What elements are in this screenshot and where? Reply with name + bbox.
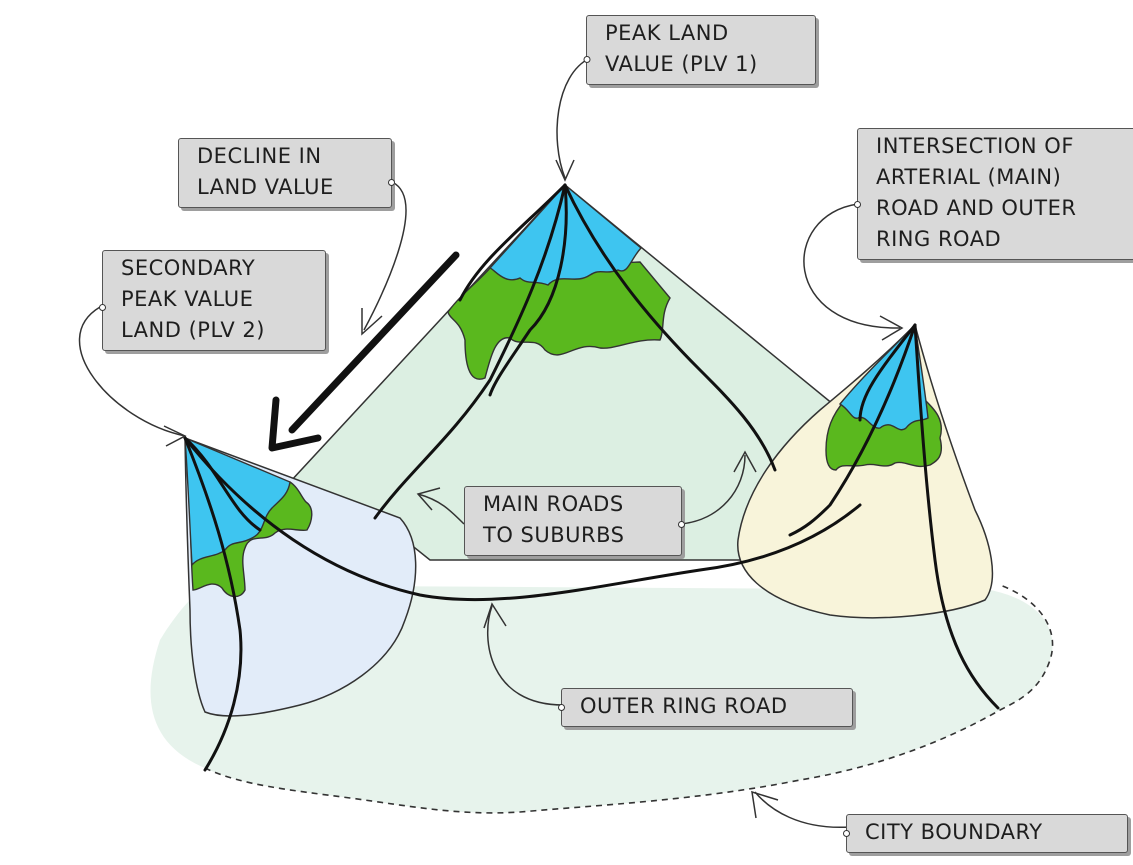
label-plv1-dot (583, 56, 591, 63)
road-plv1-centre (488, 183, 568, 397)
leader-plv2 (78, 306, 186, 437)
road-plv1-far-left (458, 183, 567, 302)
leader-mainroads-right-head (733, 450, 757, 473)
label-ring-road-dot (558, 704, 565, 711)
leader-intersection-head (879, 315, 904, 341)
label-main-roads: MAIN ROADS TO SUBURBS (464, 486, 685, 556)
road-plv1-right (563, 183, 777, 472)
label-plv1: PEAK LAND VALUE (PLV 1) (583, 15, 816, 85)
road-plv2-left (183, 436, 243, 772)
label-intersection-line-2: ARTERIAL (MAIN) (876, 165, 1062, 189)
leader-lines (78, 57, 904, 829)
leader-plv1 (556, 57, 591, 179)
leader-plv1-head (555, 159, 575, 182)
main-peak-green-band (447, 261, 671, 380)
leader-plv2-head (163, 425, 187, 447)
label-boundary: CITY BOUNDARY (843, 814, 1128, 853)
label-intersection: INTERSECTION OF ARTERIAL (MAIN) ROAD AND… (854, 128, 1133, 260)
leader-ringroad (486, 605, 564, 706)
label-intersection-line-3: ROAD AND OUTER (876, 196, 1077, 220)
leader-boundary (754, 791, 851, 829)
roads (183, 183, 1000, 772)
right-cone (737, 323, 994, 619)
leader-decline-head (361, 308, 383, 336)
road-right-mid (788, 323, 917, 537)
label-plv2-line-1: SECONDARY (121, 256, 256, 280)
road-plv1-left (373, 183, 567, 520)
label-intersection-dot (854, 201, 861, 208)
decline-arrowhead (268, 396, 322, 452)
label-plv1-line-2: VALUE (PLV 1) (605, 52, 758, 76)
label-main-roads-dot (678, 521, 685, 528)
road-right-left (858, 323, 917, 422)
label-decline-line-2: LAND VALUE (197, 175, 334, 199)
leader-mainroads-right (680, 454, 746, 525)
label-plv2-line-3: LAND (PLV 2) (121, 318, 265, 342)
label-boundary-line-1: CITY BOUNDARY (865, 820, 1043, 844)
decline-arrow (288, 251, 460, 434)
label-intersection-line-1: INTERSECTION OF (876, 134, 1074, 158)
city-boundary-line (204, 584, 1054, 814)
label-main-roads-line-2: TO SUBURBS (483, 523, 625, 547)
leader-intersection (803, 203, 901, 329)
leader-mainroads-left (417, 493, 465, 525)
label-plv2-dot (99, 304, 106, 311)
label-decline: DECLINE IN LAND VALUE (178, 138, 395, 208)
label-main-roads-line-1: MAIN ROADS (483, 492, 624, 516)
leader-boundary-head (751, 790, 779, 819)
label-decline-dot (388, 179, 395, 186)
road-right-down (913, 323, 1000, 710)
outer-ring-road (183, 436, 862, 602)
leader-ringroad-head (483, 602, 507, 629)
leader-mainroads-left-head (416, 487, 441, 511)
label-plv2-line-2: PEAK VALUE (121, 287, 254, 311)
label-intersection-line-4: RING ROAD (876, 227, 1002, 251)
label-plv2: SECONDARY PEAK VALUE LAND (PLV 2) (99, 250, 326, 351)
leader-decline (363, 181, 407, 331)
label-decline-line-1: DECLINE IN (197, 144, 322, 168)
label-boundary-dot (843, 830, 850, 837)
label-plv1-line-1: PEAK LAND (605, 21, 729, 45)
label-ring-road: OUTER RING ROAD (558, 688, 853, 727)
label-ring-road-line-1: OUTER RING ROAD (580, 694, 788, 718)
